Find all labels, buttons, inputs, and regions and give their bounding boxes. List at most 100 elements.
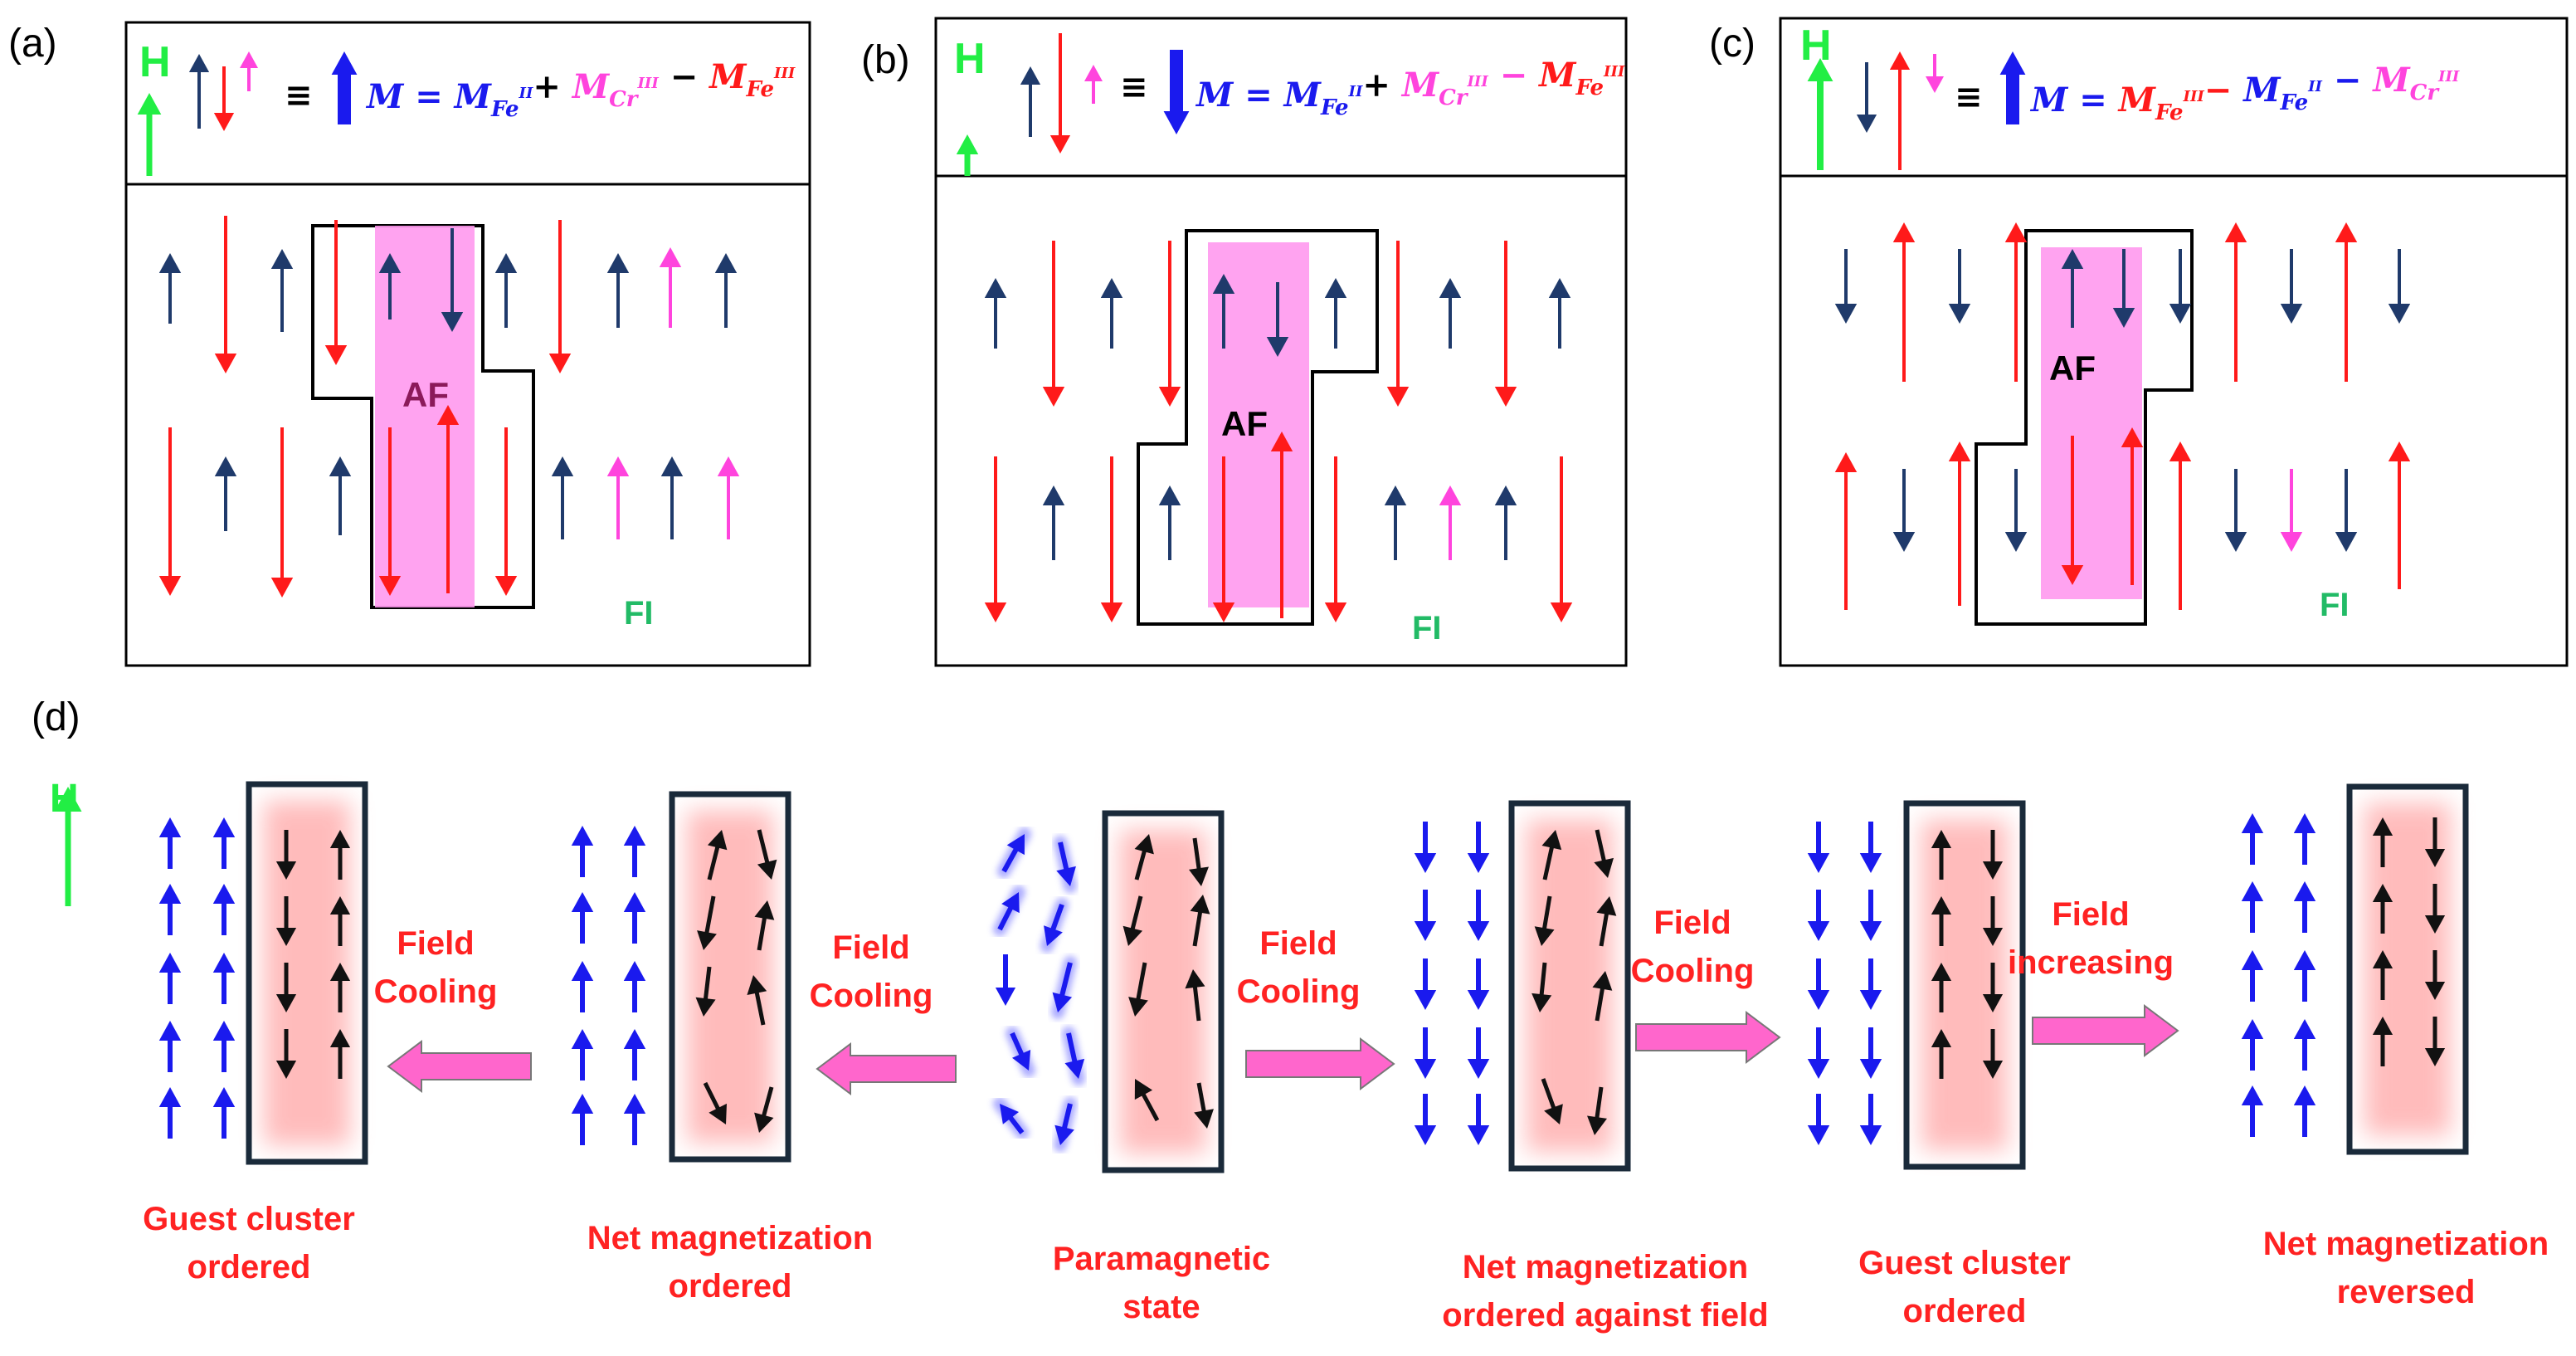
panel-a-equation: M = MFeII+ MCrIII − MFeIII — [365, 57, 796, 122]
guest-cluster-box — [669, 791, 791, 1163]
panel-b-tag: (b) — [861, 38, 910, 82]
spin-arrow — [214, 456, 237, 531]
host-spin-arrow — [2293, 1079, 2316, 1144]
panel-a-af-cluster-outline — [311, 224, 535, 609]
spin-arrow — [324, 220, 348, 365]
cr3-up-arrow — [240, 51, 258, 91]
host-spin-arrow — [1414, 815, 1437, 880]
guest-spin-arrow — [2372, 950, 2393, 1000]
guest-spin-arrow — [275, 963, 297, 1012]
spin-arrow — [714, 253, 738, 328]
guest-spin-arrow — [1596, 896, 1617, 947]
panel-d-tag: (d) — [32, 695, 80, 739]
spin-arrow — [659, 247, 682, 328]
state-label: ordered — [1903, 1293, 2027, 1329]
guest-spin-arrow — [1592, 971, 1613, 1022]
fe3-down-arrow — [1049, 33, 1071, 154]
host-spin-arrow — [1467, 952, 1490, 1017]
spin-arrows — [54, 33, 2446, 1152]
host-spin-arrow — [995, 948, 1016, 1012]
guest-spin-arrow — [2424, 884, 2446, 934]
host-spin-arrow — [2293, 1012, 2316, 1077]
field-arrow — [1807, 58, 1833, 170]
spin-arrow — [1158, 485, 1181, 560]
panel-a-tag: (a) — [8, 22, 57, 66]
spin-arrow — [1834, 452, 1858, 610]
cr3-up-arrow — [1084, 65, 1103, 104]
process-label: Cooling — [1631, 953, 1755, 989]
host-spin-arrow — [1051, 956, 1077, 1019]
process-label: Cooling — [1237, 973, 1361, 1010]
guest-spin-arrow — [754, 1086, 774, 1133]
host-spin-arrow — [1467, 883, 1490, 948]
host-spin-arrow — [158, 1014, 182, 1079]
process-arrow — [387, 1040, 532, 1093]
spin-arrow — [2061, 436, 2084, 585]
guest-spin-arrow — [1982, 830, 2004, 880]
spin-arrow — [548, 220, 572, 373]
spin-arrow — [1042, 241, 1065, 407]
host-spin-arrow — [1859, 883, 1882, 948]
spin-arrow — [1948, 249, 1971, 324]
guest-spin-arrow — [1982, 1029, 2004, 1079]
spin-arrow — [494, 253, 518, 328]
state-label: reversed — [2337, 1274, 2476, 1310]
cluster-glow — [687, 811, 773, 1143]
guest-spin-arrow — [275, 1029, 297, 1079]
spin-arrow — [1270, 432, 1293, 618]
guest-spin-arrow — [1185, 969, 1205, 1022]
process-arrow — [1245, 1037, 1395, 1090]
spin-arrow — [214, 216, 237, 373]
spin-arrow — [1042, 485, 1065, 560]
spin-arrow — [1324, 278, 1347, 349]
process-label: Field — [832, 929, 909, 966]
host-spin-arrow — [993, 885, 1025, 936]
spin-arrow — [1212, 456, 1235, 622]
host-spin-arrow — [1807, 815, 1830, 880]
panel-a-fi-label: FI — [624, 595, 654, 632]
state-label: Net magnetization — [2263, 1226, 2549, 1262]
spin-arrow — [1386, 241, 1410, 407]
host-spin-arrow — [2241, 1079, 2264, 1144]
host-spin-arrow — [993, 1097, 1029, 1139]
guest-spin-arrow — [1531, 962, 1552, 1012]
process-arrow — [1635, 1011, 1781, 1064]
spin-arrow — [551, 456, 574, 539]
spin-arrow — [2121, 427, 2144, 585]
panel-b-equation: M = MFeII+ MCrIII − MFeIII — [1195, 56, 1625, 120]
spin-arrow — [2224, 222, 2247, 382]
guest-spin-arrow — [1587, 1086, 1607, 1135]
spin-arrow — [2388, 441, 2411, 589]
panel-d-transitions: FieldCoolingFieldCoolingFieldCoolingFiel… — [374, 896, 2179, 1095]
guest-spin-arrow — [329, 896, 351, 946]
host-spin-arrow — [623, 819, 646, 884]
process-label: Cooling — [374, 973, 498, 1010]
guest-spin-arrow — [2372, 817, 2393, 867]
process-label: Field — [1259, 925, 1337, 962]
spin-arrow — [158, 427, 182, 596]
spin-arrow — [378, 427, 402, 596]
spin-arrow — [158, 253, 182, 324]
spin-arrow — [2280, 469, 2303, 552]
panel-c-field-label: H — [1800, 22, 1832, 70]
spin-arrow — [984, 456, 1007, 622]
host-spin-arrow — [1040, 898, 1069, 953]
guest-spin-arrow — [275, 896, 297, 946]
guest-spin-arrow — [747, 975, 767, 1026]
host-spin-arrow — [571, 1087, 594, 1152]
host-spin-arrow — [2241, 1012, 2264, 1077]
host-spin-arrow — [1859, 1087, 1882, 1152]
spin-arrow — [2335, 222, 2358, 382]
panel-a-field-label: H — [139, 38, 171, 86]
host-spin-arrow — [1467, 1021, 1490, 1085]
spin-arrow — [1548, 278, 1571, 349]
host-spin-arrow — [158, 1080, 182, 1145]
state-label: Guest cluster — [1858, 1245, 2071, 1281]
host-spin-arrow — [1859, 815, 1882, 880]
guest-spin-arrow — [1931, 896, 1952, 946]
guest-spin-arrow — [1541, 830, 1562, 880]
state-label: Net magnetization — [1463, 1249, 1748, 1285]
process-label: increasing — [2008, 944, 2174, 981]
panel-c-af-band — [2041, 247, 2142, 599]
